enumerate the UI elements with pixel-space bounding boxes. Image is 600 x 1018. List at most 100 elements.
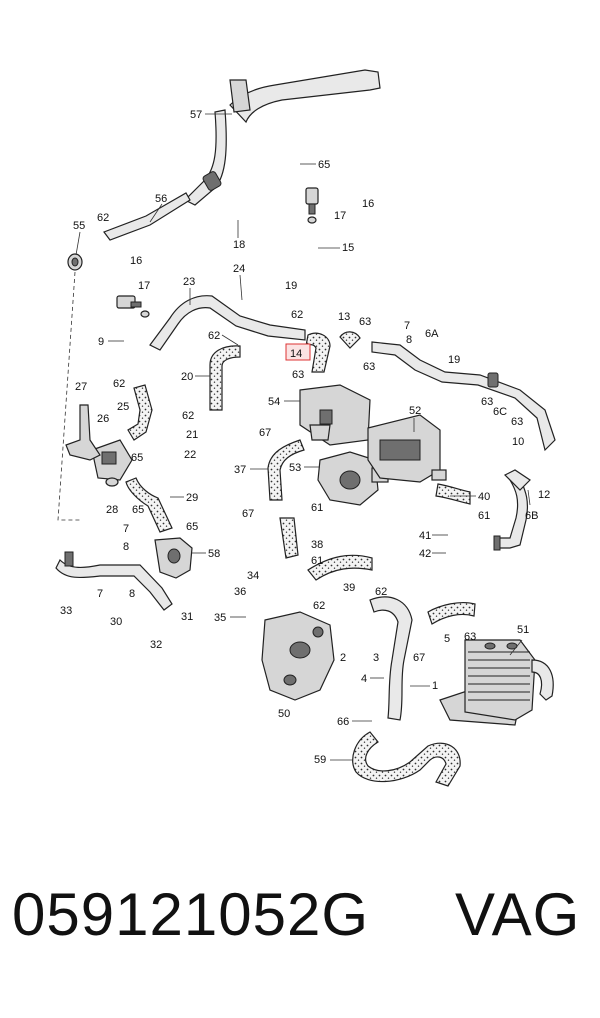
temperature-sensor-left xyxy=(116,295,150,318)
callout-63-c: 63 xyxy=(363,361,375,373)
hose-6a xyxy=(371,341,556,452)
thermostat-housing-54 xyxy=(299,384,371,446)
callout-32: 32 xyxy=(150,639,162,651)
callout-8-low: 8 xyxy=(129,588,135,600)
callout-16-right: 16 xyxy=(362,198,374,210)
callout-19-top: 19 xyxy=(285,280,297,292)
hose-20 xyxy=(209,345,241,411)
callout-28: 28 xyxy=(106,504,118,516)
top-coolant-pipe xyxy=(103,69,381,241)
part-number: 059121052G xyxy=(12,881,369,948)
callout-51: 51 xyxy=(517,624,529,636)
callout-62-d: 62 xyxy=(113,378,125,390)
callout-58: 58 xyxy=(208,548,220,560)
callout-8-mid: 8 xyxy=(123,541,129,553)
callout-66: 66 xyxy=(337,716,349,728)
hose-37 xyxy=(267,439,305,501)
hose-39 xyxy=(307,554,373,581)
callout-26: 26 xyxy=(97,413,109,425)
egr-unit-52 xyxy=(367,414,447,483)
brand-name: VAG xyxy=(455,881,581,948)
callout-30: 30 xyxy=(110,616,122,628)
callout-31: 31 xyxy=(181,611,193,623)
callout-3: 3 xyxy=(373,652,379,664)
callout-61-b: 61 xyxy=(478,510,490,522)
callout-39: 39 xyxy=(343,582,355,594)
callout-7-mid: 7 xyxy=(123,523,129,535)
callout-67-b: 67 xyxy=(242,508,254,520)
callout-65-mid: 65 xyxy=(131,452,143,464)
callout-16-left: 16 xyxy=(130,255,142,267)
oil-cooler-51 xyxy=(439,639,554,726)
hose-25 xyxy=(127,384,153,441)
hose-59 xyxy=(352,731,461,787)
callout-57: 57 xyxy=(190,109,202,121)
pipe-6b xyxy=(493,469,531,551)
hose-23 xyxy=(149,295,306,351)
callout-25: 25 xyxy=(117,401,129,413)
callout-18: 18 xyxy=(233,239,245,251)
clamp-55 xyxy=(67,253,83,271)
hose-38 xyxy=(279,517,299,559)
parts-exploded-diagram: 57 65 16 17 15 56 62 55 18 19 24 16 17 2… xyxy=(55,69,556,787)
callout-27: 27 xyxy=(75,381,87,393)
callout-65-c: 65 xyxy=(186,521,198,533)
pump-26 xyxy=(91,439,133,487)
callout-63-a: 63 xyxy=(359,316,371,328)
callout-61-a: 61 xyxy=(311,502,323,514)
callout-56: 56 xyxy=(155,193,167,205)
callout-7-low: 7 xyxy=(97,588,103,600)
callout-54: 54 xyxy=(268,396,280,408)
callout-53: 53 xyxy=(289,462,301,474)
callout-7-top: 7 xyxy=(404,320,410,332)
bracket-50 xyxy=(261,611,335,701)
callout-67-c: 67 xyxy=(413,652,425,664)
callout-20: 20 xyxy=(181,371,193,383)
callout-14: 14 xyxy=(290,348,302,360)
callout-65-b: 65 xyxy=(132,504,144,516)
callout-67-a: 67 xyxy=(259,427,271,439)
callout-12: 12 xyxy=(538,489,550,501)
callout-34: 34 xyxy=(247,570,259,582)
callout-35: 35 xyxy=(214,612,226,624)
callout-63-f: 63 xyxy=(464,631,476,643)
callout-40: 40 xyxy=(478,491,490,503)
callout-62-c: 62 xyxy=(291,309,303,321)
callout-19-mid: 19 xyxy=(448,354,460,366)
callout-2: 2 xyxy=(340,652,346,664)
callout-6b: 6B xyxy=(525,510,538,522)
leader-callout-62-b xyxy=(221,334,239,346)
temperature-sensor-right xyxy=(305,187,319,224)
leader-callout-6b xyxy=(527,489,531,506)
callout-17-left: 17 xyxy=(138,280,150,292)
highlight-box-14 xyxy=(285,343,311,361)
callout-10: 10 xyxy=(512,436,524,448)
flange-58 xyxy=(154,537,193,579)
callout-9: 9 xyxy=(98,336,104,348)
callout-65-top: 65 xyxy=(318,159,330,171)
callout-38: 38 xyxy=(311,539,323,551)
callout-33: 33 xyxy=(60,605,72,617)
callout-55: 55 xyxy=(73,220,85,232)
callout-42: 42 xyxy=(419,548,431,560)
callout-15: 15 xyxy=(342,242,354,254)
bracket-27 xyxy=(65,404,101,461)
footer: 059121052G VAG xyxy=(0,880,600,990)
callout-5: 5 xyxy=(444,633,450,645)
callout-23: 23 xyxy=(183,276,195,288)
callout-6c: 6C xyxy=(493,406,507,418)
hose-13 xyxy=(339,331,361,349)
callout-22: 22 xyxy=(184,449,196,461)
callout-52: 52 xyxy=(409,405,421,417)
callout-61-c: 61 xyxy=(311,555,323,567)
callout-50: 50 xyxy=(278,708,290,720)
pipe-30 xyxy=(55,551,173,611)
leader-callout-51 xyxy=(509,639,523,656)
callout-13: 13 xyxy=(338,311,350,323)
leader-callout-56 xyxy=(149,203,163,223)
leader-callout-24 xyxy=(239,274,243,301)
callout-59: 59 xyxy=(314,754,326,766)
callout-63-d: 63 xyxy=(481,396,493,408)
callout-6a: 6A xyxy=(425,328,439,340)
hose-5 xyxy=(427,601,476,625)
